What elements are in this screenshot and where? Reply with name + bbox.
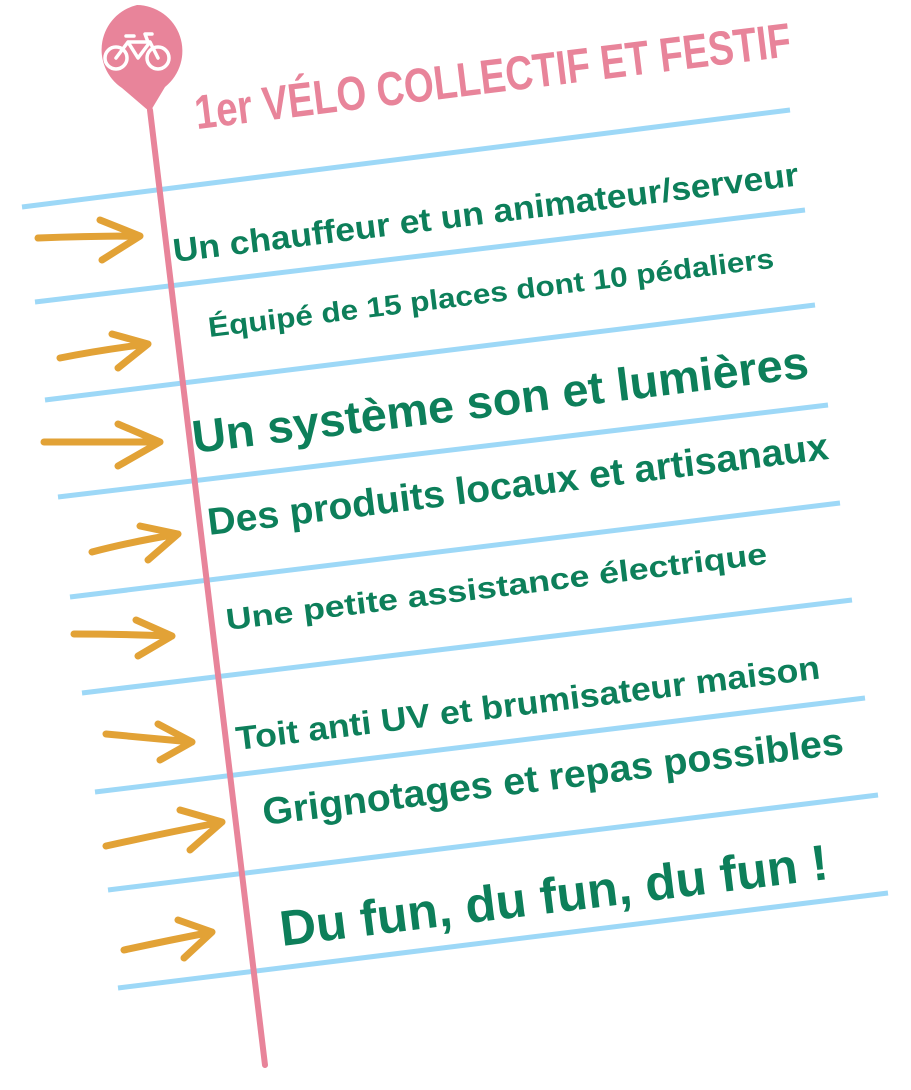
arrow-icon	[120, 916, 216, 962]
arrow-icon	[40, 420, 164, 470]
arrow-icon	[88, 522, 182, 564]
arrow-icon	[102, 720, 196, 764]
balloon-icon	[101, 5, 183, 112]
arrow-icon	[70, 616, 176, 660]
ruled-line	[117, 890, 889, 991]
ruled-line	[57, 402, 829, 500]
ruled-line	[107, 792, 879, 893]
arrow-icon	[102, 806, 226, 854]
arrow-icon	[34, 216, 144, 264]
ruled-line	[44, 302, 816, 403]
bicycle-icon	[103, 32, 171, 71]
ruled-line	[21, 107, 791, 210]
arrow-icon	[56, 330, 152, 372]
ruled-line	[69, 500, 841, 600]
ruled-line	[81, 597, 853, 696]
margin-line	[147, 107, 268, 1068]
ruled-lines	[21, 107, 889, 991]
arrows	[34, 216, 226, 962]
ruled-line	[34, 207, 806, 305]
ruled-line	[94, 695, 866, 795]
